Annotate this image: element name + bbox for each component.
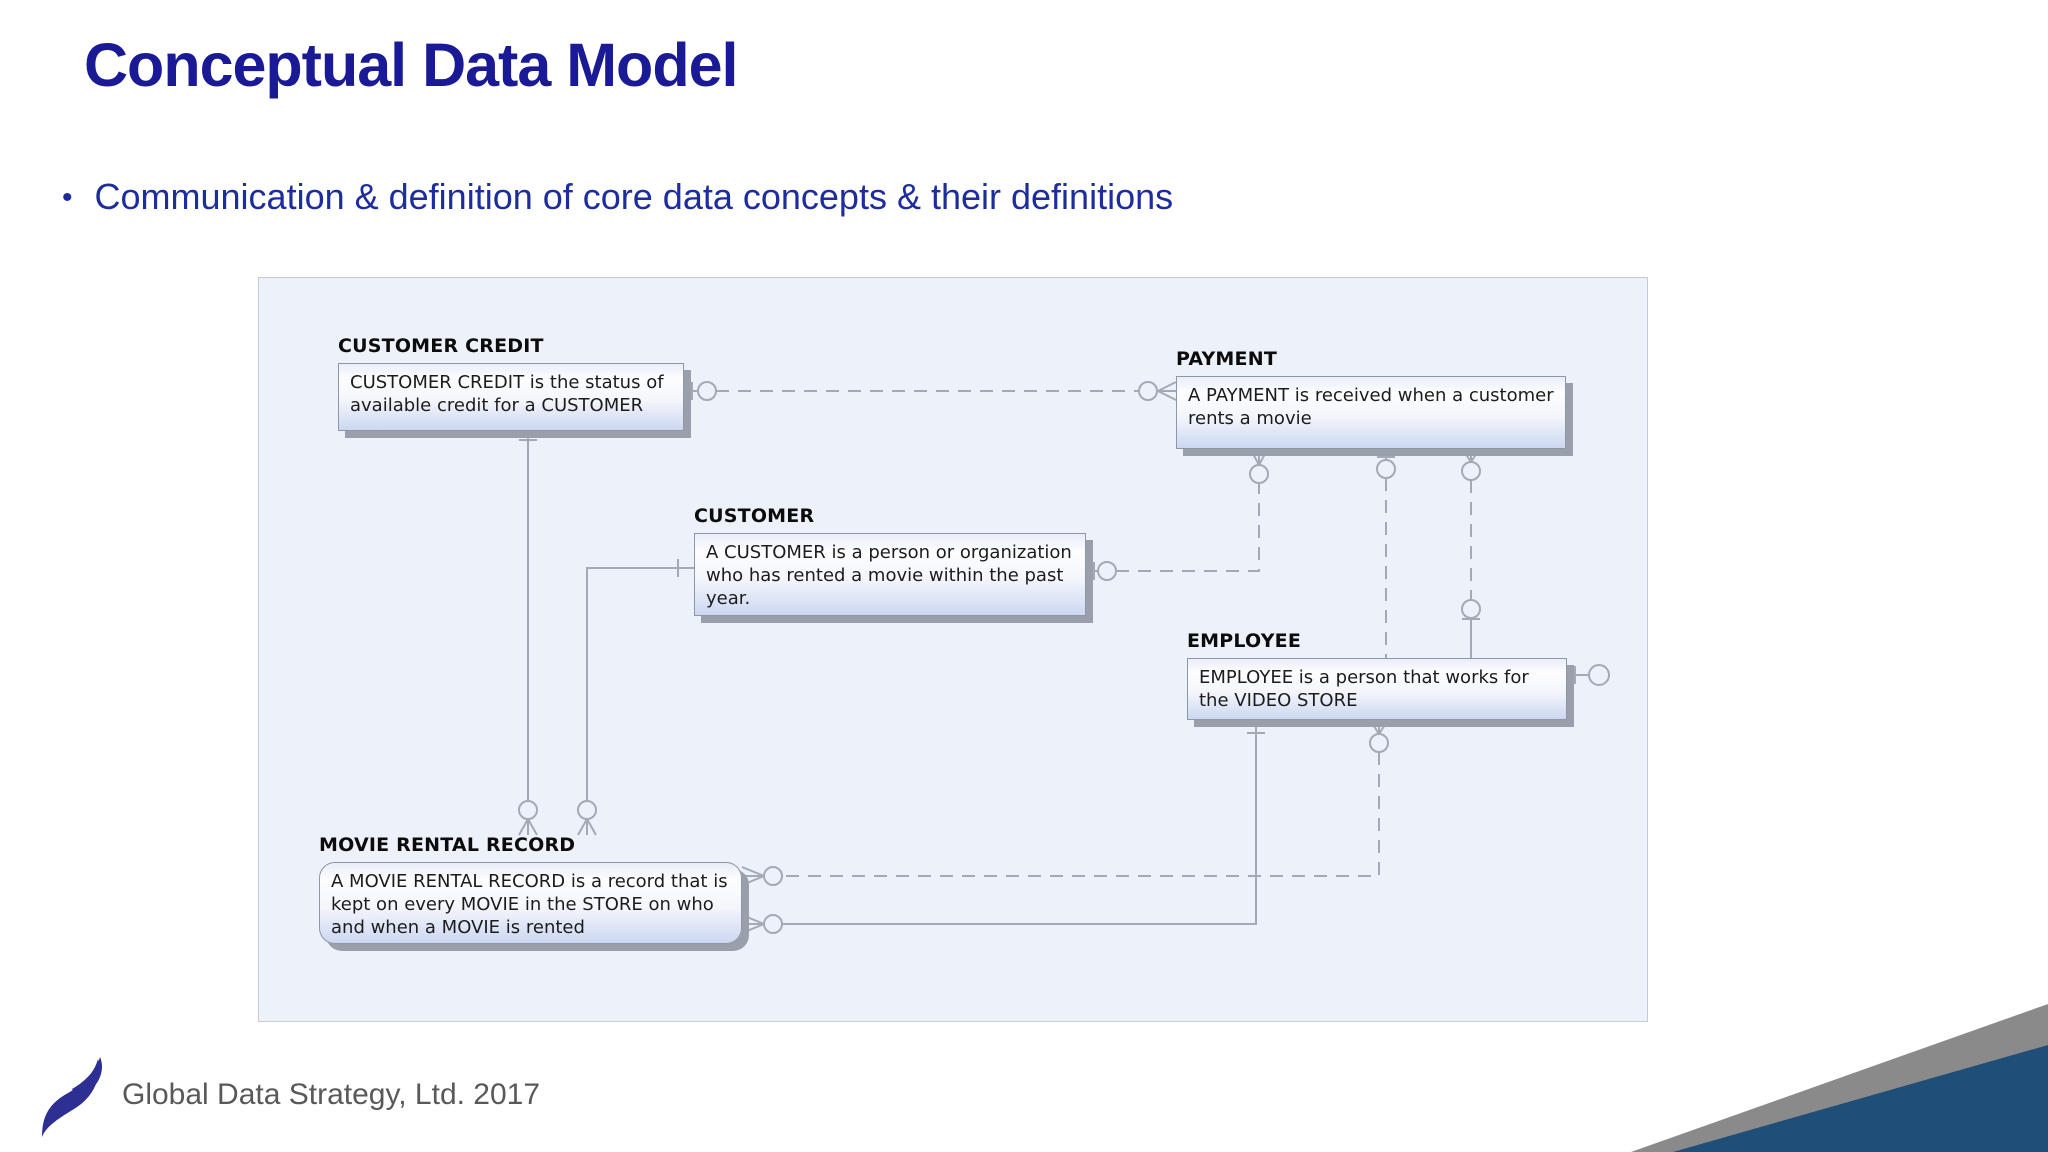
rel-employee-mrr-a (741, 719, 1389, 886)
entity-description: A CUSTOMER is a person or organization w… (694, 533, 1086, 616)
footer-text: Global Data Strategy, Ltd. 2017 (122, 1078, 541, 1111)
rel-payment-employee-a (1376, 448, 1396, 658)
diagram-panel: CUSTOMER CREDIT CUSTOMER CREDIT is the s… (258, 277, 1648, 1022)
entity-description: EMPLOYEE is a person that works for the … (1187, 658, 1567, 720)
rel-employee-stub (1567, 664, 1610, 686)
relationship-lines (518, 381, 1610, 934)
entity-description: A MOVIE RENTAL RECORD is a record that i… (319, 862, 742, 944)
rel-customer-payment (1086, 447, 1269, 581)
rel-payment-employee-b (1461, 447, 1481, 658)
entity-customer: CUSTOMER A CUSTOMER is a person or organ… (694, 505, 1086, 616)
company-logo-icon (42, 1057, 103, 1137)
entity-movie-rental-record: MOVIE RENTAL RECORD A MOVIE RENTAL RECOR… (319, 834, 742, 944)
entity-description: CUSTOMER CREDIT is the status of availab… (338, 363, 684, 431)
entity-name: EMPLOYEE (1187, 630, 1302, 652)
entity-customer-credit: CUSTOMER CREDIT CUSTOMER CREDIT is the s… (338, 335, 684, 431)
entity-employee: EMPLOYEE EMPLOYEE is a person that works… (1187, 630, 1567, 720)
rel-customer-mrr (577, 559, 694, 836)
entity-description: A PAYMENT is received when a customer re… (1176, 376, 1566, 449)
corner-blue-triangle (1673, 1045, 2048, 1152)
footer: Global Data Strategy, Ltd. 2017 (40, 1053, 540, 1137)
bullet-marker: • (62, 181, 73, 214)
entity-name: PAYMENT (1176, 348, 1277, 370)
entity-name: MOVIE RENTAL RECORD (319, 834, 576, 856)
corner-gray-band (1631, 1004, 2048, 1152)
rel-customer-credit-mrr (518, 431, 538, 836)
page-title: Conceptual Data Model (84, 31, 738, 99)
rel-customer-credit-payment (684, 381, 1177, 401)
entity-name: CUSTOMER (694, 505, 815, 527)
entity-payment: PAYMENT A PAYMENT is received when a cus… (1176, 348, 1566, 449)
bullet-item: • Communication & definition of core dat… (62, 176, 1173, 220)
entity-name: CUSTOMER CREDIT (338, 335, 544, 357)
bullet-text: Communication & definition of core data … (94, 176, 1174, 217)
rel-employee-mrr-b (741, 720, 1265, 934)
